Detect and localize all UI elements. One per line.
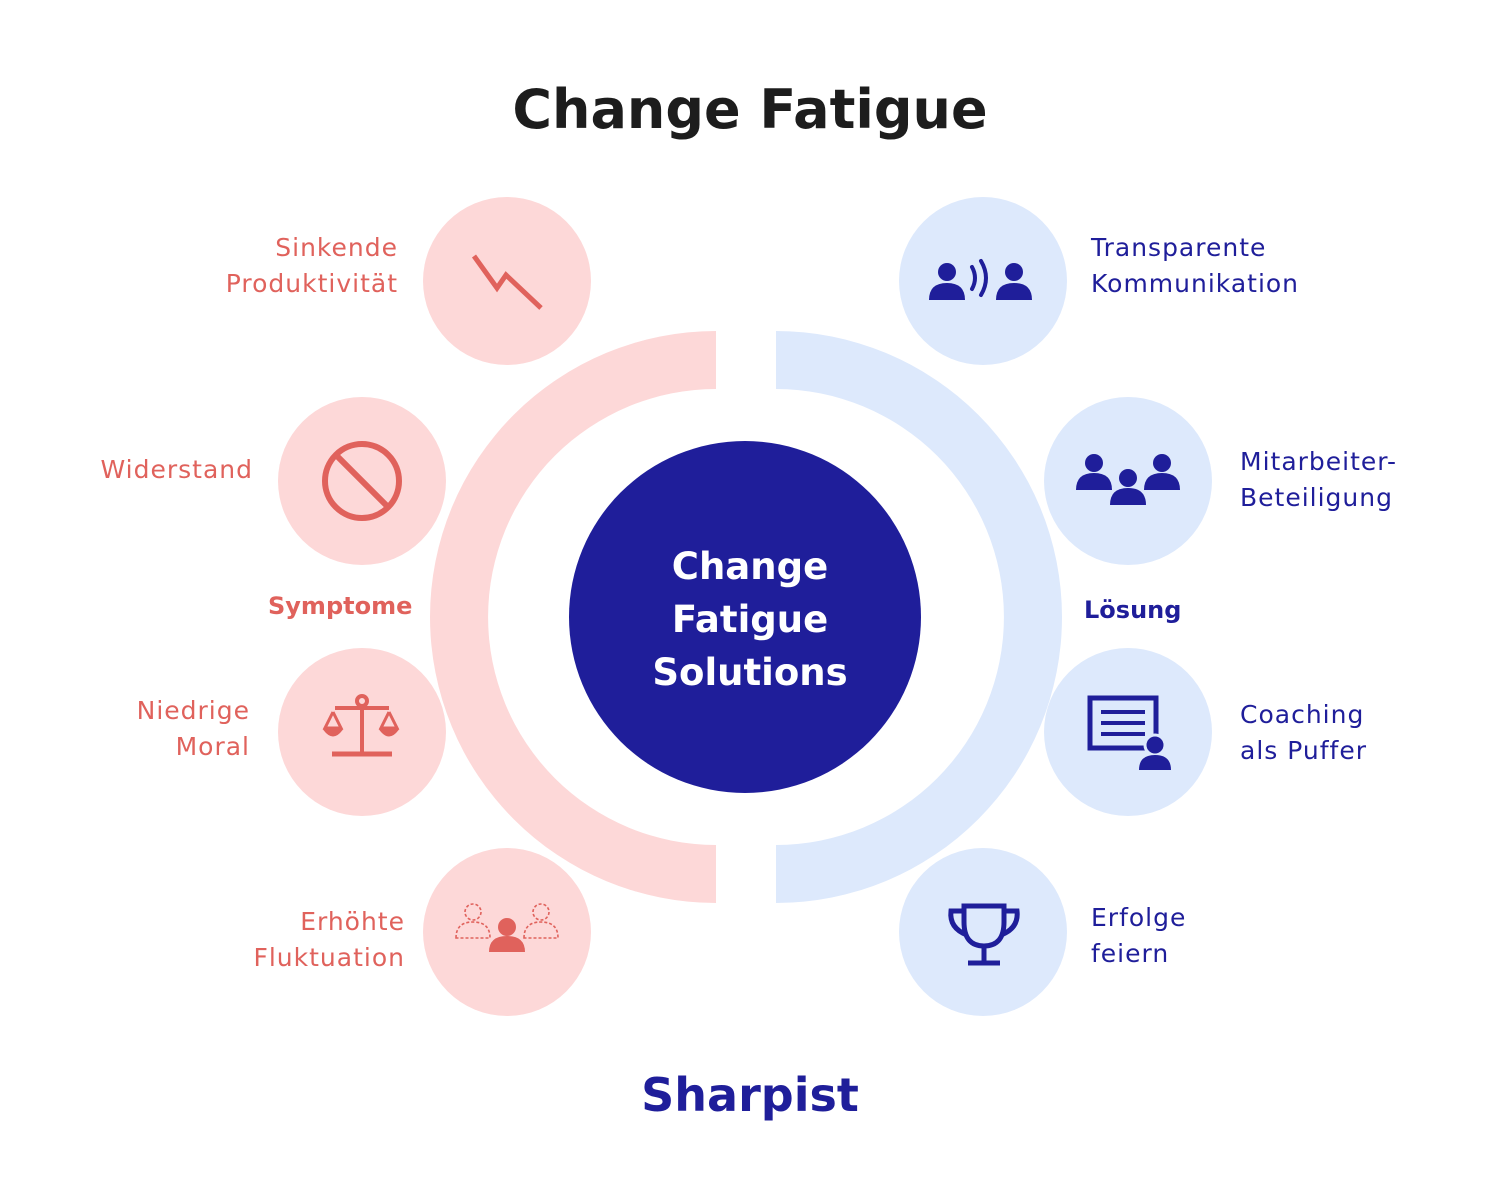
solution-label-line: Beteiligung [1240,483,1393,512]
trophy-icon [948,903,1020,966]
solution-label-coaching: Coaching als Puffer [1240,697,1367,769]
trend-down-icon [471,254,543,310]
solutions-section-label: Lösung [1084,596,1182,624]
center-label: Change Fatigue Solutions [570,540,930,699]
symptom-label-line: Erhöhte [300,907,405,936]
symptom-label-line: Sinkende [275,233,398,262]
solution-label-line: Mitarbeiter- [1240,447,1397,476]
symptom-circle-1 [423,197,591,365]
diagram-title: Change Fatigue [512,78,988,141]
symptom-label-line: Widerstand [100,455,253,484]
solution-label-line: als Puffer [1240,736,1367,765]
solution-label-line: feiern [1091,939,1170,968]
turnover-icon [455,903,559,952]
solution-label-line: Transparente [1091,233,1267,262]
solution-arc [776,331,1062,903]
prohibited-icon [322,441,402,521]
symptom-label-morale: Niedrige Moral [137,693,250,765]
solution-circle-1 [899,197,1067,365]
solution-label-celebrate: Erfolge feiern [1091,900,1186,972]
symptom-label-productivity: Sinkende Produktivität [226,230,398,302]
symptom-label-turnover: Erhöhte Fluktuation [253,904,405,976]
center-circle [569,441,921,793]
solution-label-communication: Transparente Kommunikation [1091,230,1299,302]
symptom-label-line: Fluktuation [253,943,405,972]
center-label-line: Solutions [652,651,848,694]
solution-circle-4 [899,848,1067,1016]
solution-label-participation: Mitarbeiter- Beteiligung [1240,444,1397,516]
solution-label-line: Kommunikation [1091,269,1300,298]
center-label-line: Fatigue [671,598,829,641]
coaching-board-icon [1087,695,1171,770]
symptom-label-line: Produktivität [225,269,398,298]
solution-label-line: Erfolge [1091,903,1187,932]
symptoms-section-label: Symptome [268,592,413,620]
symptom-arc [430,331,716,903]
solution-label-line: Coaching [1240,700,1365,729]
symptom-label-line: Moral [175,732,250,761]
brand-logo: Sharpist [641,1068,859,1122]
team-icon [1076,454,1180,505]
symptom-label-resistance: Widerstand [100,452,253,488]
symptom-label-line: Niedrige [136,696,250,725]
communication-icon [929,259,1032,300]
scale-icon [322,694,400,757]
center-label-line: Change [671,545,829,588]
